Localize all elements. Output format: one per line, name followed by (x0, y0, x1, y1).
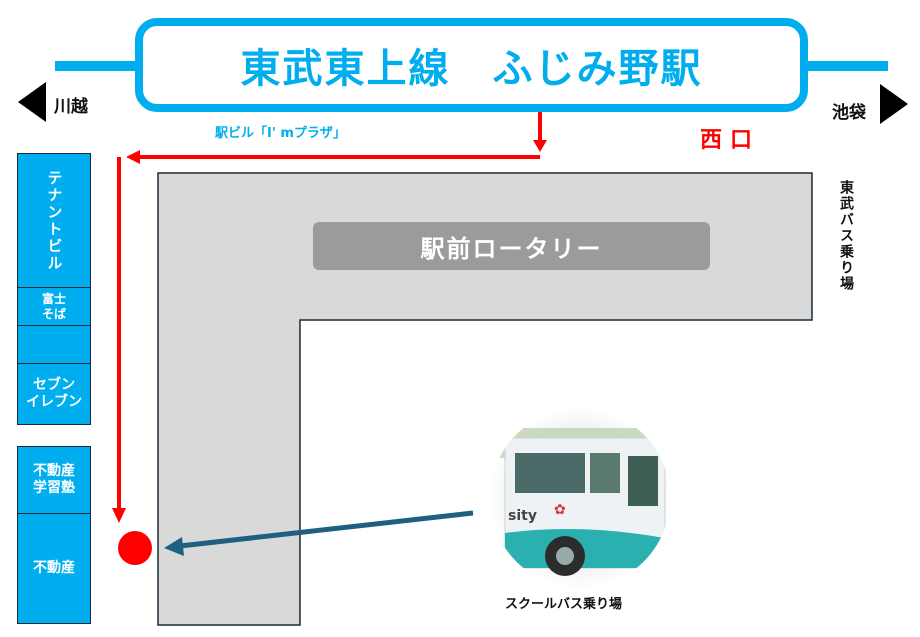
building-empty (17, 325, 91, 364)
building-realestate-cram: 不動産 学習塾 (17, 446, 91, 514)
school-bus-stop-label: スクールバス乗り場 (505, 597, 623, 612)
direction-right: 池袋 (832, 103, 866, 123)
building-tenant: テナントビル (17, 153, 91, 288)
rotary-road (157, 172, 813, 626)
rail-line-left (55, 61, 140, 71)
arrow-right-icon (880, 84, 908, 124)
walking-route (112, 112, 547, 523)
west-exit-label: 西口 (700, 128, 761, 153)
school-bus-image: sity ✿ (500, 428, 670, 576)
bus-route-arrow (164, 510, 474, 556)
building-fuji-soba: 富士 そば (17, 287, 91, 326)
building-realestate: 不動産 (17, 513, 91, 624)
rotary-label: 駅前ロータリー (420, 234, 603, 263)
station-rotary: 駅前ロータリー (313, 222, 710, 270)
station-title-box: 東武東上線 ふじみ野駅 (135, 18, 808, 112)
bus-photo-text: sity (508, 508, 537, 524)
meeting-point-marker (118, 531, 152, 565)
station-building-label: 駅ビル「I' mプラザ」 (215, 126, 346, 141)
school-bus-photo: sity ✿ (490, 408, 670, 588)
building-seven-eleven: セブン イレブン (17, 363, 91, 425)
direction-left: 川越 (54, 97, 88, 117)
svg-text:✿: ✿ (554, 502, 566, 518)
station-title: 東武東上線 ふじみ野駅 (240, 46, 703, 92)
rail-line-right (800, 61, 888, 71)
arrow-left-icon (18, 82, 46, 122)
tobu-bus-stop-label: 東武バス乗り場 (838, 180, 854, 292)
